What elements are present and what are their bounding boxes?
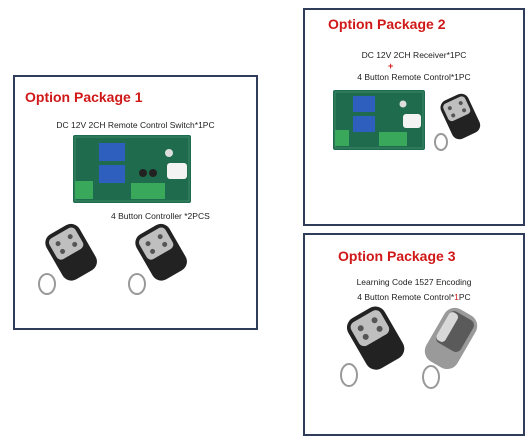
remote-fob-image <box>434 93 481 151</box>
package-1-title: Option Package 1 <box>25 89 143 105</box>
option-package-3: Option Package 3 Learning Code 1527 Enco… <box>303 233 525 436</box>
option-package-2: Option Package 2 DC 12V 2CH Receiver*1PC… <box>303 8 525 226</box>
package-2-title: Option Package 2 <box>328 16 446 32</box>
remote-fob-image <box>128 223 187 295</box>
package-2-description: DC 12V 2CH Receiver*1PC <box>361 50 467 60</box>
package-2-remote-description: 4 Button Remote Control*1PC <box>357 72 471 82</box>
remote-fob-alt-image <box>422 307 478 389</box>
option-package-1: Option Package 1 DC 12V 2CH Remote Contr… <box>13 75 258 330</box>
receiver-board-image <box>333 90 425 150</box>
package-3-description: Learning Code 1527 Encoding <box>356 277 472 287</box>
remote-fob-image <box>340 306 405 387</box>
package-3-title: Option Package 3 <box>338 248 456 264</box>
package-1-description: DC 12V 2CH Remote Control Switch*1PC <box>56 120 215 130</box>
package-2-plus: + <box>388 61 394 71</box>
receiver-board-image <box>73 135 191 203</box>
package-3-quantity: 1 <box>454 292 459 302</box>
package-3-remote-description: 4 Button Remote Control*1PC <box>357 292 471 302</box>
remote-fob-image <box>38 223 97 295</box>
package-1-remote-description: 4 Button Controller *2PCS <box>111 211 210 221</box>
